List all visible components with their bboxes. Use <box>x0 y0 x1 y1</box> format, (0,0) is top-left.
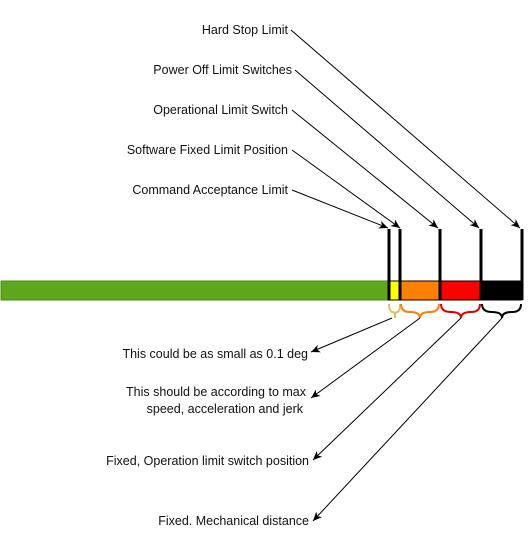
power-off-label: Power Off Limit Switches <box>153 63 292 77</box>
software-fixed-label: Software Fixed Limit Position <box>127 143 288 157</box>
hard-stop-label: Hard Stop Limit <box>202 23 289 37</box>
hard-stop-arrow <box>290 29 521 229</box>
travel-range-bar <box>0 280 389 301</box>
operational-arrow <box>291 109 439 229</box>
according-note-line2: speed, acceleration and jerk <box>147 402 304 416</box>
brace-mechanical <box>481 303 522 319</box>
brace-operation <box>440 303 481 319</box>
fixed-mechanical-arrow <box>312 317 503 522</box>
fixed-operation-label: Fixed, Operation limit switch position <box>106 454 309 468</box>
operation-zone <box>439 280 482 301</box>
small-note-label: This could be as small as 0.1 deg <box>122 347 308 361</box>
small-note-arrow <box>310 317 393 353</box>
brace-small <box>388 303 401 319</box>
brace-decel <box>400 303 440 319</box>
software-fixed-arrow <box>291 149 401 229</box>
command-acceptance-label: Command Acceptance Limit <box>132 183 288 197</box>
according-note-arrow <box>310 317 421 399</box>
according-note-line1: This should be according to max <box>126 385 307 399</box>
deceleration-zone <box>399 280 441 301</box>
fixed-mechanical-label: Fixed. Mechanical distance <box>158 514 309 528</box>
power-off-arrow <box>294 69 480 229</box>
mechanical-zone <box>480 280 523 301</box>
operational-label: Operational Limit Switch <box>153 103 288 117</box>
command-acceptance-arrow <box>291 189 389 229</box>
fixed-operation-arrow <box>312 317 462 461</box>
